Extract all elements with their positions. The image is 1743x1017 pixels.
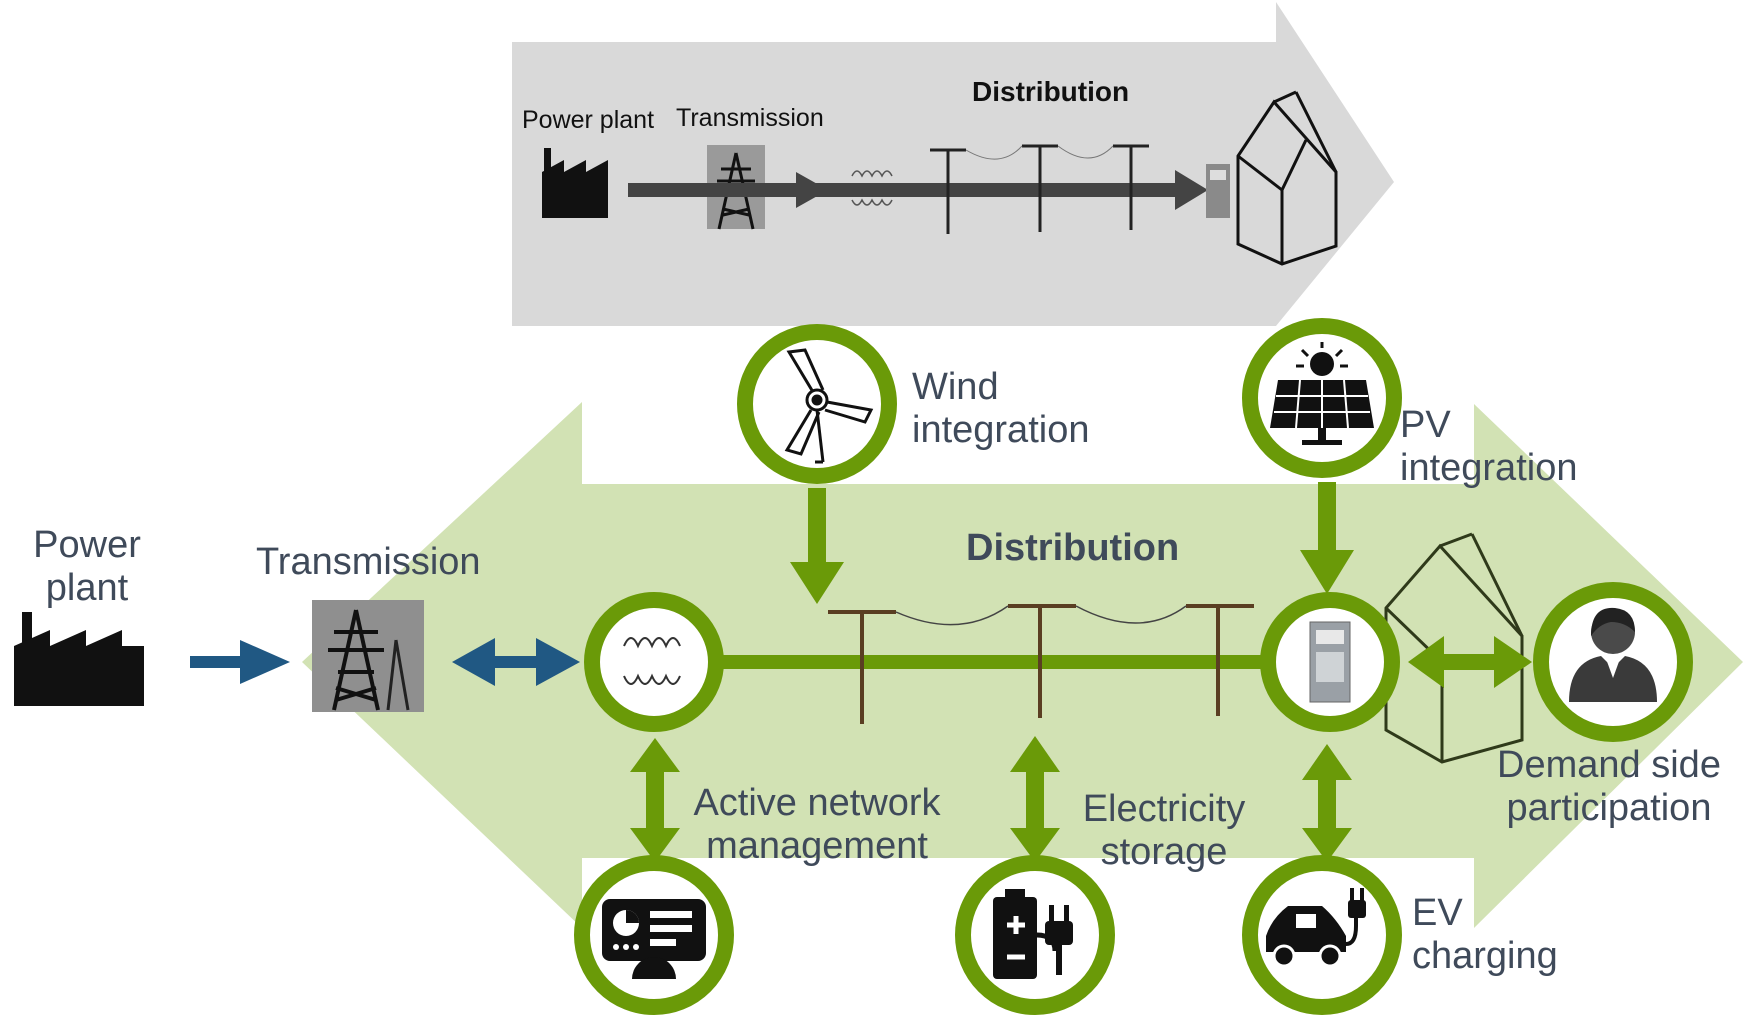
utility-pole-icon <box>930 144 1149 234</box>
anm-link-arrow <box>630 738 680 862</box>
ev-link-arrow <box>1302 744 1352 862</box>
transformer-circle <box>584 592 724 732</box>
solar-panel-icon <box>1270 342 1374 445</box>
house-icon <box>1236 90 1338 266</box>
traditional-grid-panel <box>512 2 1394 326</box>
transmission-to-distribution-arrow <box>452 638 580 686</box>
demand-line2: participation <box>1506 786 1712 829</box>
smart-grid-panel <box>14 318 1743 1015</box>
top-distribution-label: Distribution <box>972 76 1130 107</box>
distribution-label: Distribution <box>966 527 1180 569</box>
transmission-label: Transmission <box>256 541 481 583</box>
pv-line2: integration <box>1400 446 1578 489</box>
utility-pole-icon <box>828 604 1254 724</box>
power-plant-label: Power plant <box>20 524 154 609</box>
demand-side-participation-label: Demand side participation <box>1484 744 1734 829</box>
wind-feed-arrow <box>790 488 844 604</box>
demand-line1: Demand side <box>1497 744 1721 786</box>
pv-feed-arrow <box>1300 482 1354 594</box>
electricity-storage-label: Electricity storage <box>1072 788 1256 873</box>
person-icon <box>1569 607 1657 702</box>
power-plant-line1: Power <box>33 524 141 566</box>
battery-plug-icon <box>993 889 1073 979</box>
transformer-icon <box>623 637 681 685</box>
storage-line2: storage <box>1100 830 1228 873</box>
electric-car-icon <box>1266 888 1366 968</box>
wind-line2: integration <box>912 408 1090 451</box>
active-network-management-label: Active network management <box>680 782 954 867</box>
wind-line1: Wind <box>912 366 999 408</box>
ev-line1: EV <box>1412 892 1463 934</box>
factory-icon <box>14 612 144 706</box>
gray-background-arrow <box>512 2 1394 326</box>
pv-integration-label: PV integration <box>1400 404 1577 489</box>
top-power-plant-label: Power plant <box>522 106 655 134</box>
power-plant-line2: plant <box>45 566 129 609</box>
wind-integration-label: Wind integration <box>912 366 1089 451</box>
factory-icon <box>542 148 608 218</box>
arrowhead-2 <box>1175 170 1208 210</box>
meter-icon <box>1206 164 1230 218</box>
pv-line1: PV <box>1400 404 1451 446</box>
ev-charging-label: EV charging <box>1412 892 1558 977</box>
storage-line1: Electricity <box>1082 788 1246 830</box>
anm-line2: management <box>706 824 928 867</box>
top-transmission-label: Transmission <box>676 104 824 132</box>
anm-line1: Active network <box>693 782 941 824</box>
wind-turbine-icon <box>784 348 874 464</box>
transformer-icon <box>851 170 893 206</box>
arrowhead-1 <box>796 172 828 208</box>
meter-icon <box>1309 621 1351 703</box>
storage-link-arrow <box>1010 736 1060 862</box>
demand-link-arrow <box>1408 636 1532 688</box>
ev-line2: charging <box>1412 934 1558 977</box>
transmission-tower-icon <box>312 600 424 712</box>
dashboard-icon <box>602 899 706 979</box>
generation-to-transmission-arrow <box>190 640 290 684</box>
